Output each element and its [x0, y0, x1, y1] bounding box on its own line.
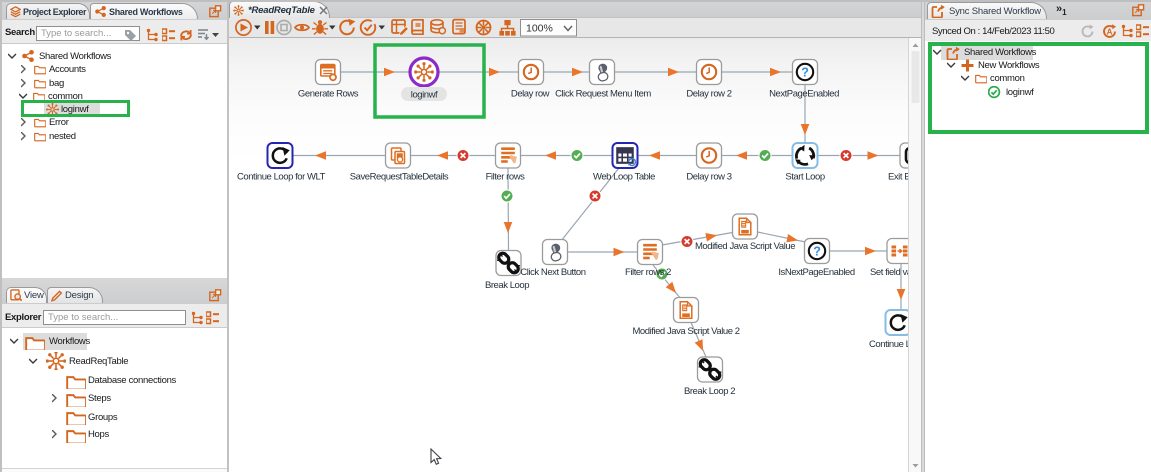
svg-text:Continue Loop for WLT: Continue Loop for WLT — [237, 172, 326, 183]
svg-text:Break Loop: Break Loop — [485, 280, 529, 291]
svg-text:Filter rows: Filter rows — [486, 172, 526, 183]
svg-text:Delay row 3: Delay row 3 — [686, 172, 731, 183]
svg-text:Modified Java Script Value 2: Modified Java Script Value 2 — [632, 326, 739, 337]
svg-text:Click Next Button: Click Next Button — [520, 267, 585, 278]
svg-text:Delay row: Delay row — [511, 89, 550, 100]
svg-text:Modified Java Script Value: Modified Java Script Value — [695, 241, 795, 252]
svg-text:Filter rows 2: Filter rows 2 — [625, 267, 671, 278]
svg-text:Exit Browser: Exit Browser — [888, 172, 908, 183]
svg-text:100%: 100% — [526, 23, 553, 35]
svg-text:A: A — [1107, 28, 1113, 37]
svg-text:Generate Rows: Generate Rows — [298, 89, 359, 100]
svg-text:Break Loop 2: Break Loop 2 — [684, 386, 735, 397]
svg-text:Continue Loop: Continue Loop — [869, 339, 908, 350]
svg-text:loginwf: loginwf — [411, 90, 438, 101]
svg-text:SaveRequestTableDetails: SaveRequestTableDetails — [350, 172, 449, 183]
svg-text:Web Loop Table: Web Loop Table — [593, 172, 655, 183]
svg-text:Set field value: Set field value — [870, 267, 908, 278]
svg-text:NextPageEnabled: NextPageEnabled — [769, 89, 839, 100]
svg-text:IsNextPageEnabled: IsNextPageEnabled — [778, 267, 854, 278]
svg-text:Delay row 2: Delay row 2 — [686, 89, 731, 100]
svg-text:Click Request Menu Item: Click Request Menu Item — [555, 89, 651, 100]
svg-text:Start Loop: Start Loop — [785, 172, 825, 183]
